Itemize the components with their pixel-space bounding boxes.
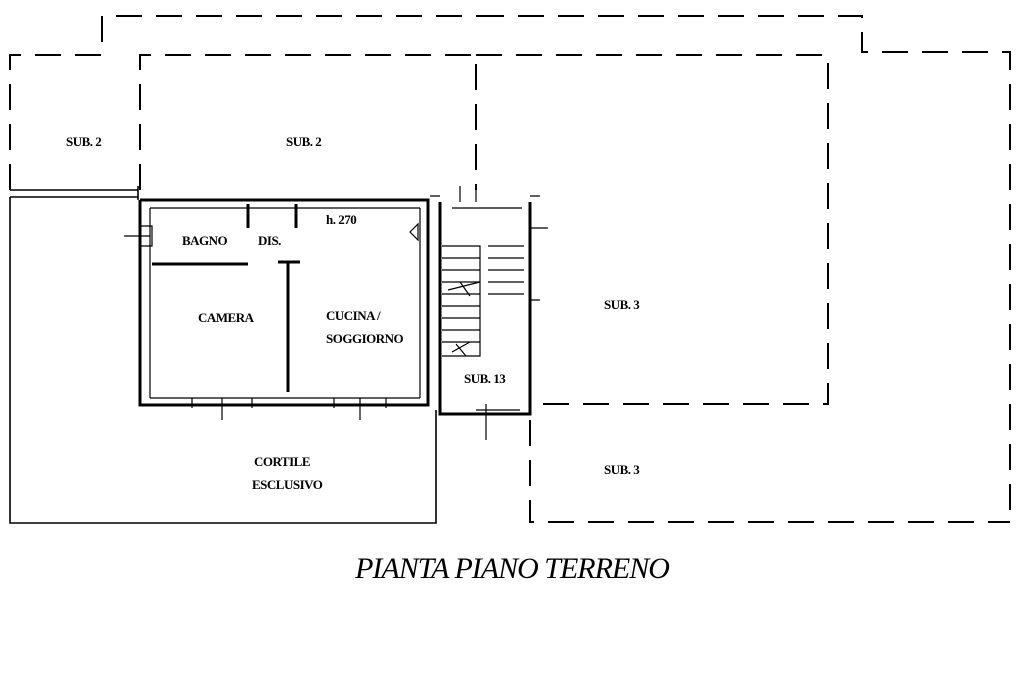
sub13-label: SUB. 13	[464, 371, 506, 386]
apartment-walls	[124, 198, 430, 420]
cortile-label-line1: CORTILE	[254, 454, 310, 469]
stairwell	[430, 186, 548, 440]
camera-label: CAMERA	[198, 310, 255, 325]
sub2-center-boundary	[139, 54, 477, 190]
dis-label: DIS.	[258, 233, 281, 248]
sub3-boundary	[476, 15, 1011, 523]
sub2-left-boundary	[9, 15, 478, 190]
cucina-label-line2: SOGGIORNO	[326, 331, 404, 346]
ceiling-height-label: h. 270	[326, 212, 356, 227]
cucina-label-line1: CUCINA /	[326, 308, 381, 323]
plan-title: PIANTA PIANO TERRENO	[354, 552, 669, 585]
cortile-label-line2: ESCLUSIVO	[252, 477, 323, 492]
courtyard-top-edge	[10, 186, 139, 200]
sub2-left-label: SUB. 2	[66, 134, 101, 149]
bagno-label: BAGNO	[182, 233, 228, 248]
sub3-upper-label: SUB. 3	[604, 297, 640, 312]
sub3-lower-label: SUB. 3	[604, 462, 640, 477]
courtyard-boundary	[9, 197, 437, 524]
sub2-center-label: SUB. 2	[286, 134, 321, 149]
